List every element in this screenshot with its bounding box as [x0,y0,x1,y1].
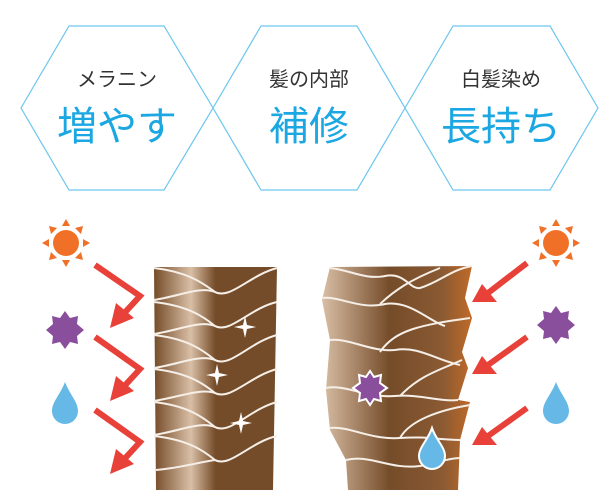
badge-label: 髪の内部 [269,67,349,91]
sun-icon [532,219,580,267]
badge-hexagon-3: 白髪染め 長持ち [404,25,599,191]
star-burst-icon [351,369,389,407]
arrow-heads [472,284,497,445]
deflected-arrows [93,262,145,469]
star-burst-icon [537,306,575,344]
water-drop-icon [52,382,78,424]
badge-headline: 補修 [269,104,349,150]
badge-label: 白髪染め [461,67,541,91]
badge-headline: 長持ち [441,104,561,150]
sun-icon [42,219,90,267]
water-drop-icon [543,382,569,424]
damaged-hair-strand [321,265,473,490]
water-drop-icon [417,424,447,470]
star-burst-icon [46,311,84,349]
badge-headline: 増やす [57,104,177,150]
healthy-hair-strand [153,267,278,490]
sparkle-icon [206,316,256,434]
arrow-heads [110,303,134,474]
badge-hexagon-2: 髪の内部 補修 [212,25,406,191]
badge-label: メラニン [77,67,157,91]
penetrating-arrows [486,260,529,439]
badge-hexagon-1: メラニン 増やす [20,25,214,191]
